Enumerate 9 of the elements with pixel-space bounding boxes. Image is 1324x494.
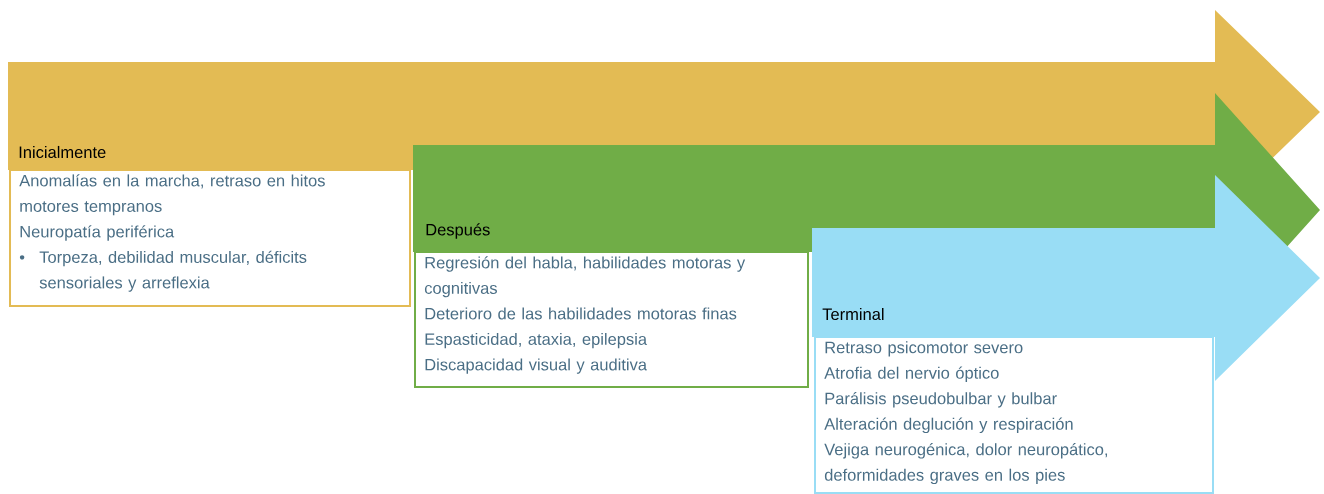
node-label: Neuropatía periférica: [20, 225, 175, 241]
stage-banner: Terminal Retraso psicomotor severo Atrofia del nervio óptico Parálisis pseudobulbar y bulbar Alteración deglución y respiración Vejiga neurogénica, dolor neuropático, deformidades graves en los pies: [812, 175, 1320, 494]
node-label: Parálisis pseudobulbar y bulbar: [825, 391, 1057, 408]
node-label: Espasticidad, ataxia, epilepsia: [425, 332, 648, 349]
node-label: Discapacidad visual y auditiva: [425, 358, 648, 374]
node-label: Vejiga neurogénica, dolor neuropático, deformidades graves en los pies: [824, 442, 1108, 485]
node-label: Torpeza, debilidad muscular, déficits sensoriales y arreflexia: [39, 250, 307, 292]
node-label: Alteración deglución y respiración: [824, 417, 1073, 434]
bullet: •: [19, 255, 25, 260]
